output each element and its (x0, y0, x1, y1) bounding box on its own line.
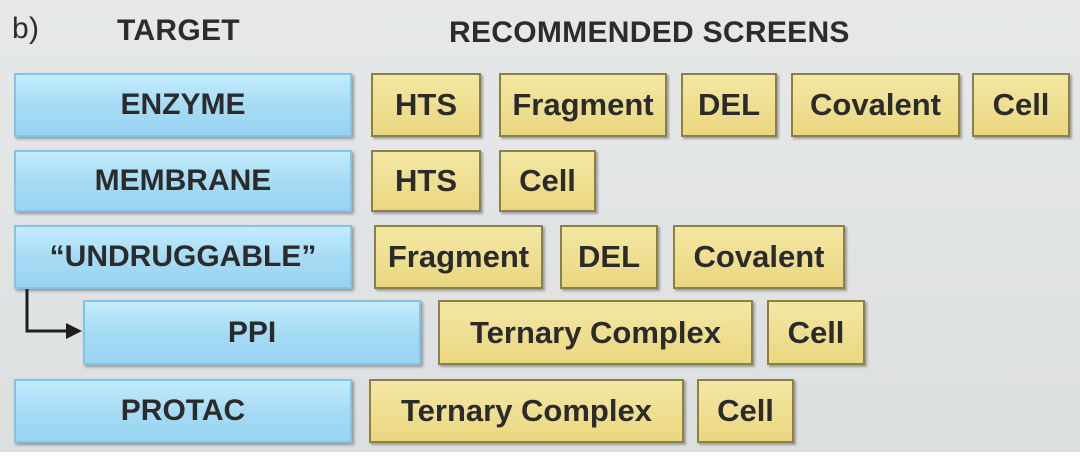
target-box-membrane: MEMBRANE (14, 150, 352, 212)
target-box-enzyme: ENZYME (14, 73, 352, 137)
target-box-ppi: PPI (83, 300, 421, 365)
screens-column-header: RECOMMENDED SCREENS (449, 16, 850, 49)
target-column-header: TARGET (117, 14, 240, 47)
screen-box-hts: HTS (371, 150, 481, 212)
screen-box-cell: Cell (972, 73, 1070, 137)
screen-box-ternary-complex: Ternary Complex (438, 300, 753, 365)
screen-box-cell: Cell (697, 379, 794, 443)
screen-box-covalent: Covalent (791, 73, 960, 137)
screen-box-ternary-complex: Ternary Complex (369, 379, 684, 443)
target-box-protac: PROTAC (14, 379, 352, 443)
screen-box-hts: HTS (371, 73, 481, 137)
screen-box-fragment: Fragment (499, 73, 667, 137)
target-box-undruggable: “UNDRUGGABLE” (14, 225, 352, 289)
screen-box-fragment: Fragment (374, 225, 543, 289)
panel-label: b) (12, 12, 40, 45)
screen-box-del: DEL (681, 73, 777, 137)
screen-box-cell: Cell (767, 300, 865, 365)
screen-box-cell: Cell (499, 150, 596, 212)
screen-box-covalent: Covalent (673, 225, 845, 289)
screen-box-del: DEL (560, 225, 658, 289)
